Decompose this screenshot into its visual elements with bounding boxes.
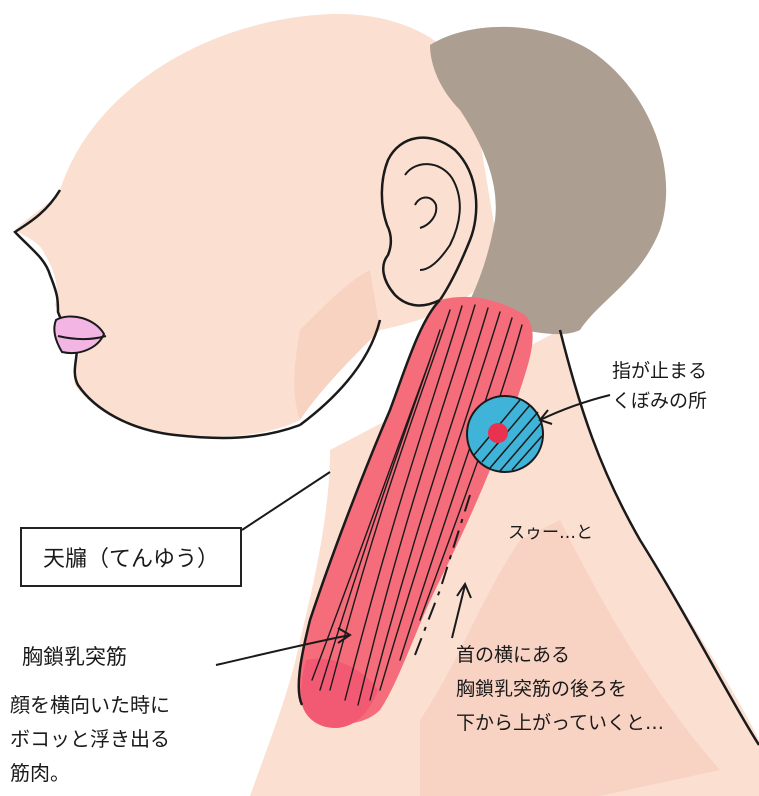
tenyu-leader (242, 472, 330, 530)
finger-stop-line-1: 指が止まる (612, 356, 707, 386)
side-instruction: 首の横にある 胸鎖乳突筋の後ろを 下から上がっていくと… (456, 638, 664, 740)
muscle-description: 顔を横向いた時に ボコッと浮き出る 筋肉。 (10, 688, 170, 790)
side-instruction-line-1: 首の横にある (456, 638, 664, 672)
finger-stop-line-2: くぼみの所 (612, 386, 707, 416)
side-instruction-line-3: 下から上がっていくと… (456, 706, 664, 740)
scm-label: 胸鎖乳突筋 (22, 641, 127, 671)
description-line-1: 顔を横向いた時に (10, 688, 170, 722)
side-instruction-line-2: 胸鎖乳突筋の後ろを (456, 672, 664, 706)
description-line-2: ボコッと浮き出る (10, 722, 170, 756)
description-line-3: 筋肉。 (10, 756, 170, 790)
tenyu-point-icon (467, 396, 543, 472)
suu-label: スゥー…と (508, 518, 593, 543)
tenyu-label: 天牖（てんゆう） (20, 527, 242, 587)
finger-stop-label: 指が止まる くぼみの所 (612, 356, 707, 416)
